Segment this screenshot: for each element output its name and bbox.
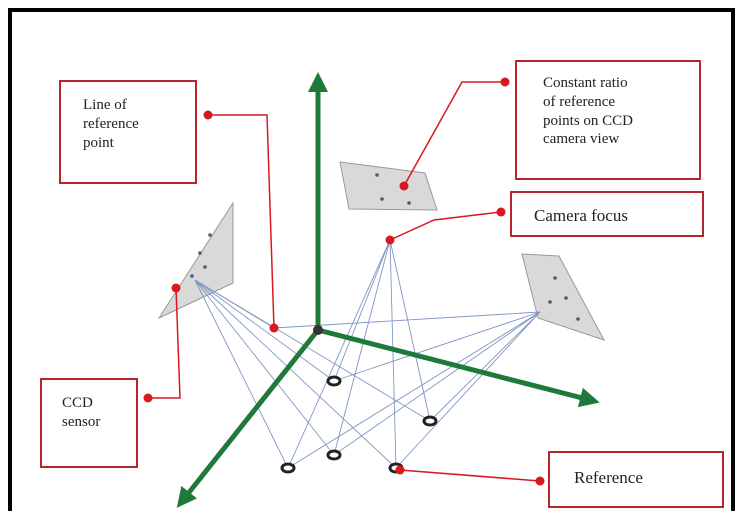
label-line: points on CCD <box>543 112 634 129</box>
label-line: of reference <box>543 93 616 110</box>
ccd-sensor-plane-top <box>339 161 438 211</box>
callout-dot <box>143 393 153 403</box>
axis-right <box>317 327 600 408</box>
callout-dots <box>143 77 545 486</box>
callout-dot <box>385 235 395 245</box>
line-of-reference-point-label: Line of reference point <box>59 80 197 184</box>
reference-label: Reference <box>548 451 724 508</box>
label-line: Camera focus <box>534 206 628 225</box>
label-line: sensor <box>62 413 101 430</box>
callout-dot <box>203 110 213 120</box>
callout-dot <box>399 181 409 191</box>
ccd-sensor-plane-right <box>521 253 606 341</box>
projection-rays <box>194 239 541 469</box>
reference-point-marker <box>326 375 342 387</box>
callout-leaders <box>148 81 541 482</box>
label-line: reference <box>83 115 139 132</box>
callout-dot <box>496 207 506 217</box>
label-line: Line of <box>83 97 127 113</box>
label-line: Constant ratio <box>543 75 628 91</box>
ccd-sensor-plane-left <box>157 201 234 320</box>
label-line: CCD <box>62 395 93 411</box>
ccd-sensor-label: CCD sensor <box>40 378 138 468</box>
axis-left <box>176 328 320 508</box>
callout-dot <box>500 77 510 87</box>
axis-origin <box>313 325 323 335</box>
callout-dot <box>171 283 181 293</box>
label-line: point <box>83 134 114 151</box>
label-line: Reference <box>574 468 643 487</box>
reference-point-marker <box>280 462 296 474</box>
reference-point-markers <box>280 375 438 474</box>
callout-dot <box>269 323 279 333</box>
label-line: camera view <box>543 131 620 148</box>
constant-ratio-label: Constant ratio of reference points on CC… <box>515 60 701 180</box>
camera-focus-label: Camera focus <box>510 191 704 237</box>
callout-dot <box>395 465 405 475</box>
coordinate-axes <box>176 72 600 508</box>
reference-point-marker <box>422 415 438 427</box>
callout-dot <box>535 476 545 486</box>
reference-point-marker <box>326 449 342 461</box>
